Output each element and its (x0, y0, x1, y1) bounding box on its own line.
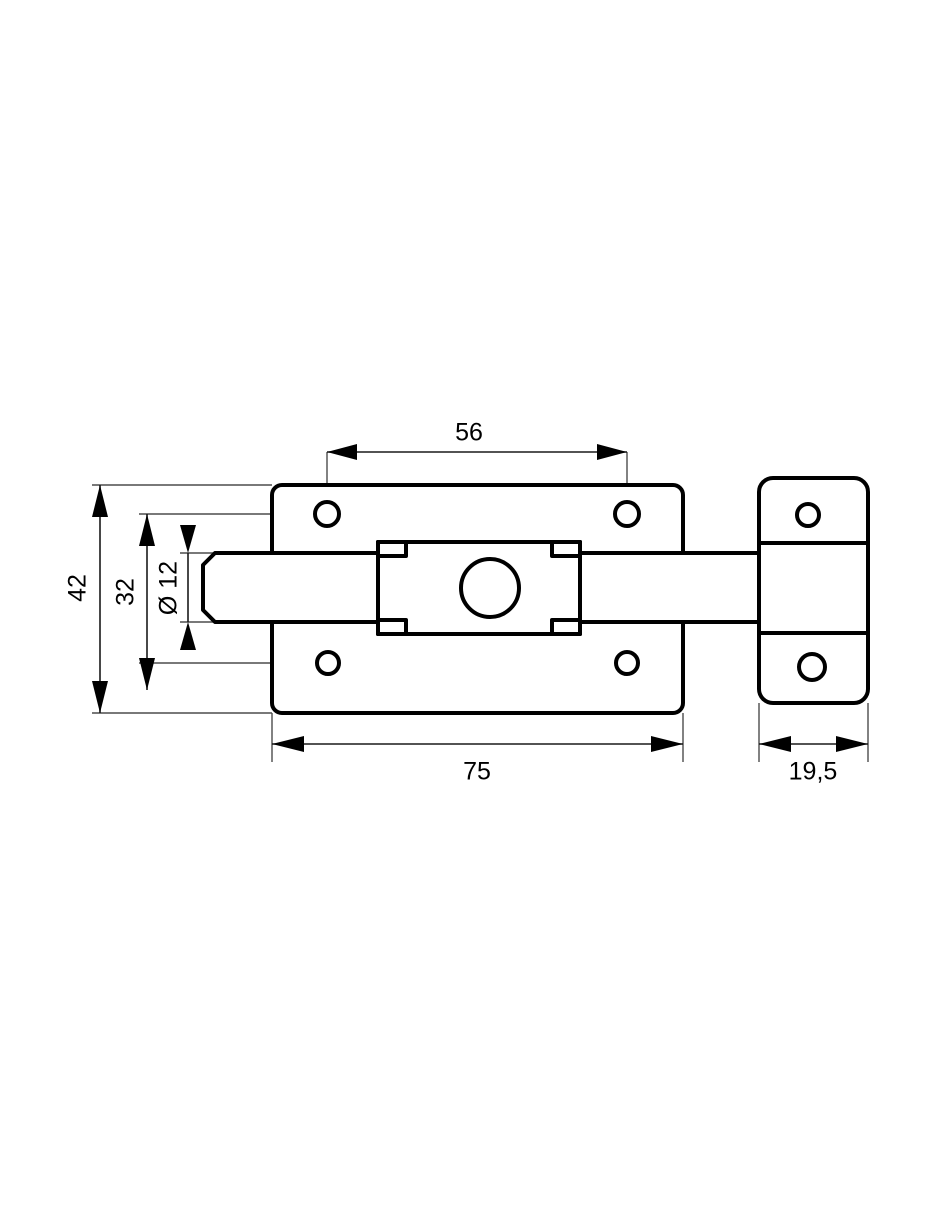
dimension-75: 75 (272, 736, 683, 786)
dim-56-label: 56 (455, 419, 483, 447)
dim-42-label: 42 (64, 574, 92, 602)
mounting-hole-top-right (613, 500, 641, 528)
dim-32-arrow-top (139, 514, 155, 546)
dimension-56: 56 (327, 419, 627, 460)
dim-d12-arrow-bottom (180, 622, 196, 650)
slider-tab-bottom-left (376, 618, 408, 636)
dim-75-label: 75 (463, 758, 491, 786)
dim-56-arrow-right (597, 444, 627, 460)
dim-75-arrow-right (651, 736, 683, 752)
dimension-42: 42 (64, 485, 108, 713)
keeper-hole-bottom (797, 652, 827, 682)
dim-195-arrow-left (759, 736, 791, 752)
dim-42-arrow-bottom (92, 681, 108, 713)
dimension-diameter-12: Ø 12 (155, 525, 196, 650)
keeper-plate-body (757, 476, 870, 705)
dimension-19-5: 19,5 (759, 736, 868, 786)
dim-195-label: 19,5 (789, 758, 838, 786)
dim-195-arrow-right (836, 736, 868, 752)
dim-d12-arrow-top (180, 525, 196, 553)
dim-56-arrow-left (327, 444, 357, 460)
slider-tab-top-left (376, 540, 408, 558)
keeper-plate (757, 476, 870, 705)
dim-32-label: 32 (112, 578, 140, 606)
dim-42-arrow-top (92, 485, 108, 517)
dim-d12-label: Ø 12 (155, 561, 183, 615)
dim-75-arrow-left (272, 736, 304, 752)
mounting-hole-bottom-right (614, 650, 640, 676)
keeper-hole-top (795, 502, 821, 528)
dimension-32: 32 (112, 514, 155, 690)
slider-tab-bottom-right (550, 618, 582, 636)
slider-tab-top-right (550, 540, 582, 558)
mounting-hole-bottom-left (315, 650, 341, 676)
slider-knob (376, 540, 582, 636)
mounting-hole-top-left (313, 500, 341, 528)
dim-32-arrow-bottom (139, 658, 155, 690)
thumb-knob-circle (459, 557, 521, 619)
